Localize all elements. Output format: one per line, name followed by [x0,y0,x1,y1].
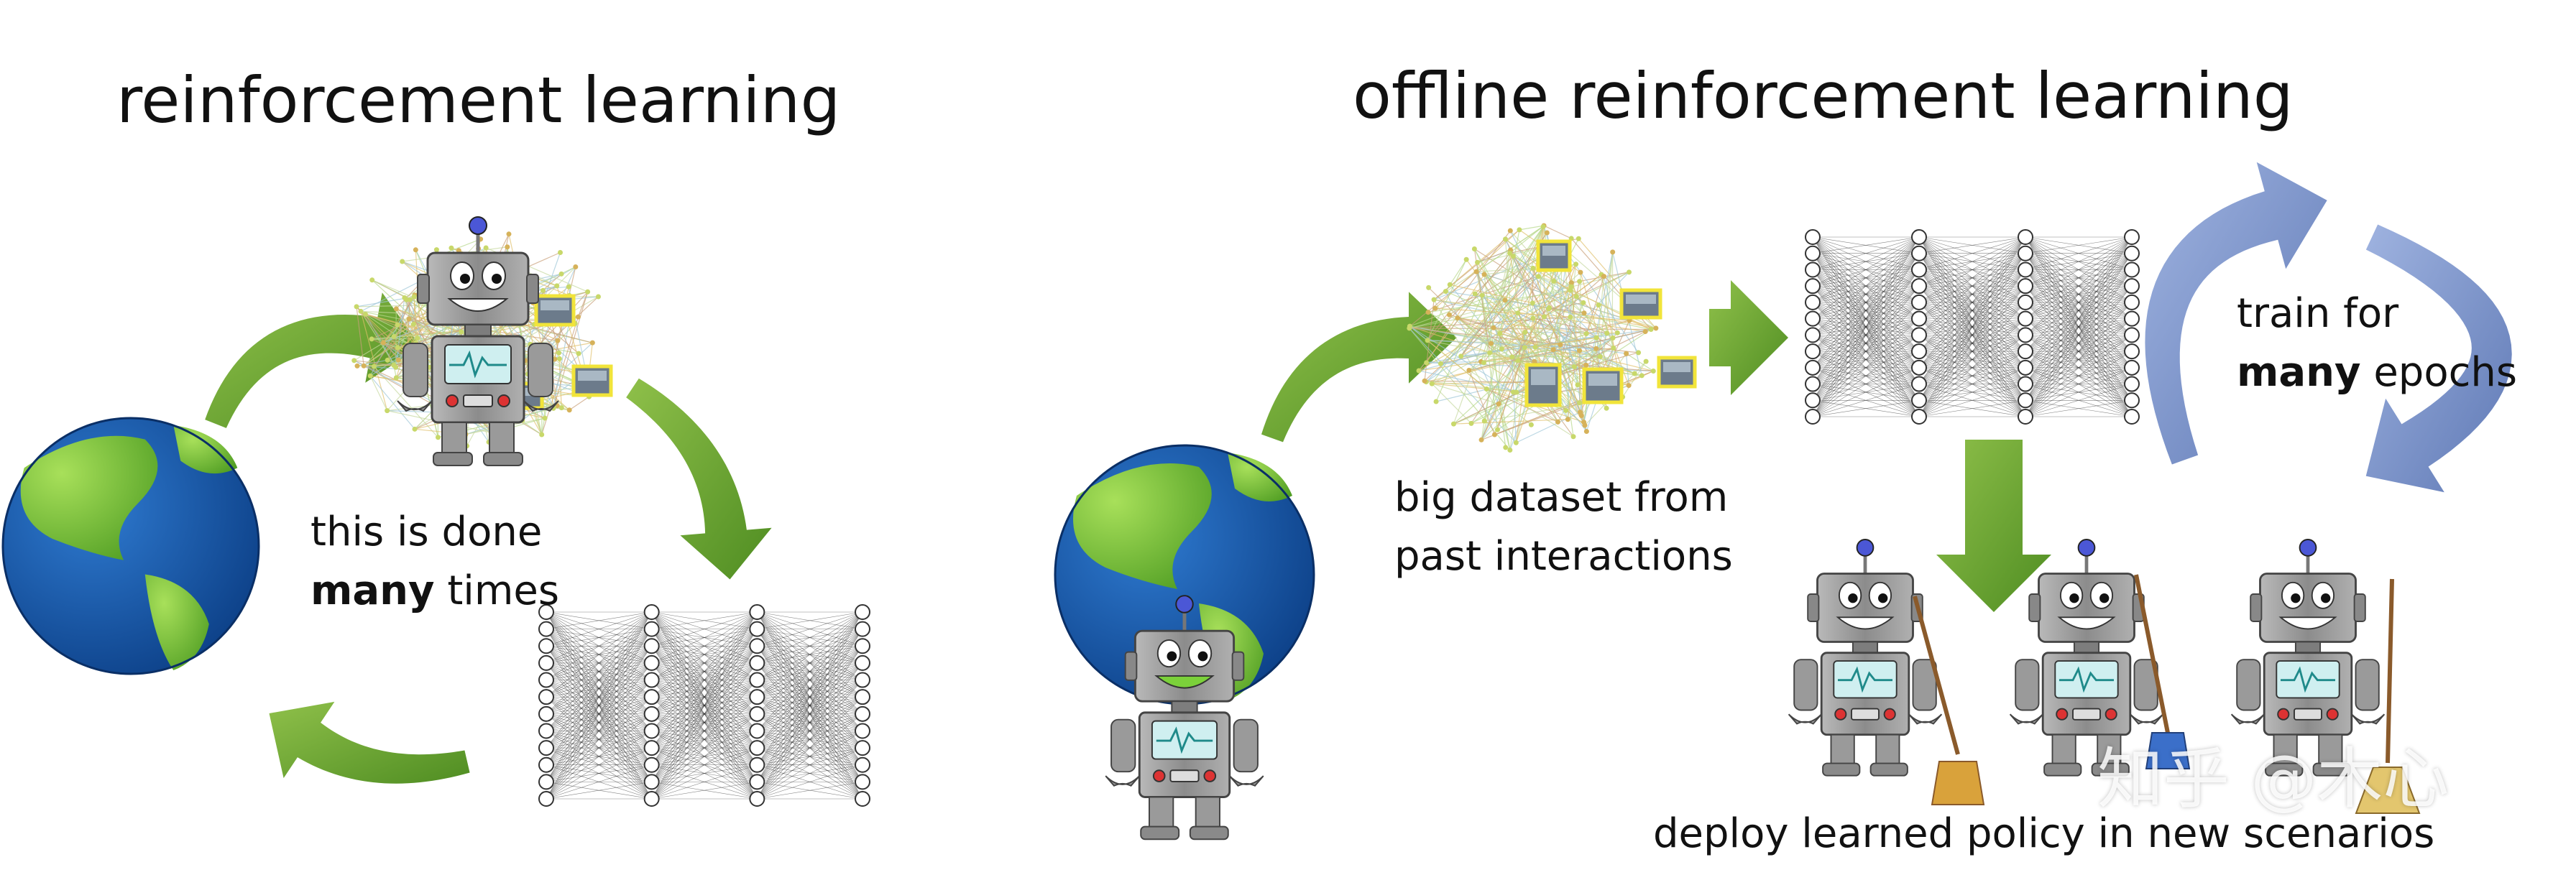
deployed-robot-1-right-leg [1876,735,1899,765]
deployed-robot-2-left-leg [2053,735,2076,765]
agent-robot-center-left-arm [403,343,428,397]
deployed-robot-3-right-arm [2356,659,2379,710]
arrow-agent-to-network [626,379,771,580]
left-caption-line1: this is done [310,503,542,562]
deployed-robot-1-antenna-ball [1857,540,1874,556]
agent-robot-center-right-arm [528,343,553,397]
robot-at-globe-right-arm [1234,720,1258,772]
train-caption-line2: many epochs [2237,343,2517,402]
left-caption-rest: times [435,568,560,614]
dataset-caption-line2: past interactions [1394,527,1733,586]
deployed-robot-1-left-arm [1794,659,1817,710]
robot-at-globe-head [1135,631,1233,701]
arrow-dataset-to-network-shape [1709,280,1788,395]
train-caption-bold: many [2237,349,2361,396]
right-title: offline reinforcement learning [1353,59,2294,133]
deployed-robot-1 [1789,540,1942,776]
agent-robot-center-head [428,253,528,325]
robot-at-globe-left-arm [1111,720,1135,772]
left-globe [3,418,259,674]
robot-at-globe-left-leg [1149,797,1173,828]
right-neural-network [1806,230,2139,424]
deployed-robot-3-antenna-ball [2300,540,2317,556]
agent-robot-center-antenna-ball [469,217,487,234]
left-neural-network [539,605,870,806]
deployed-robot-3-head [2260,574,2356,642]
deployed-robot-1-head [1818,574,1913,642]
deployed-robot-2-head [2039,574,2135,642]
deployed-robot-2-left-arm [2015,659,2038,710]
left-title: reinforcement learning [116,63,840,137]
arrow-network-to-globe [270,702,470,784]
agent-robot-center-left-leg [442,422,466,454]
left-caption-bold: many [310,568,435,614]
dataset-caption-line1: big dataset from [1394,468,1728,527]
train-caption-rest: epochs [2361,349,2518,396]
left-caption-line2: many times [310,562,559,621]
deployed-robot-3-left-arm [2237,659,2260,710]
arrow-network-to-globe-shape [270,702,470,784]
deployed-robot-1-left-leg [1831,735,1854,765]
agent-robot-center-right-leg [489,422,514,454]
robot-at-globe-antenna-ball [1176,596,1193,613]
arrow-agent-to-network-shape [626,379,771,580]
robot-at-globe-right-leg [1196,797,1220,828]
arrow-dataset-to-network [1709,280,1788,395]
arrow-network-to-robots-shape [1936,440,2051,612]
deployed-robot-2-antenna-ball [2079,540,2095,556]
arrow-network-to-robots [1936,440,2051,612]
train-caption-line1: train for [2237,284,2398,343]
watermark: 知乎 @木心 [2097,726,2449,821]
broom-1-bristles [1932,761,1984,805]
